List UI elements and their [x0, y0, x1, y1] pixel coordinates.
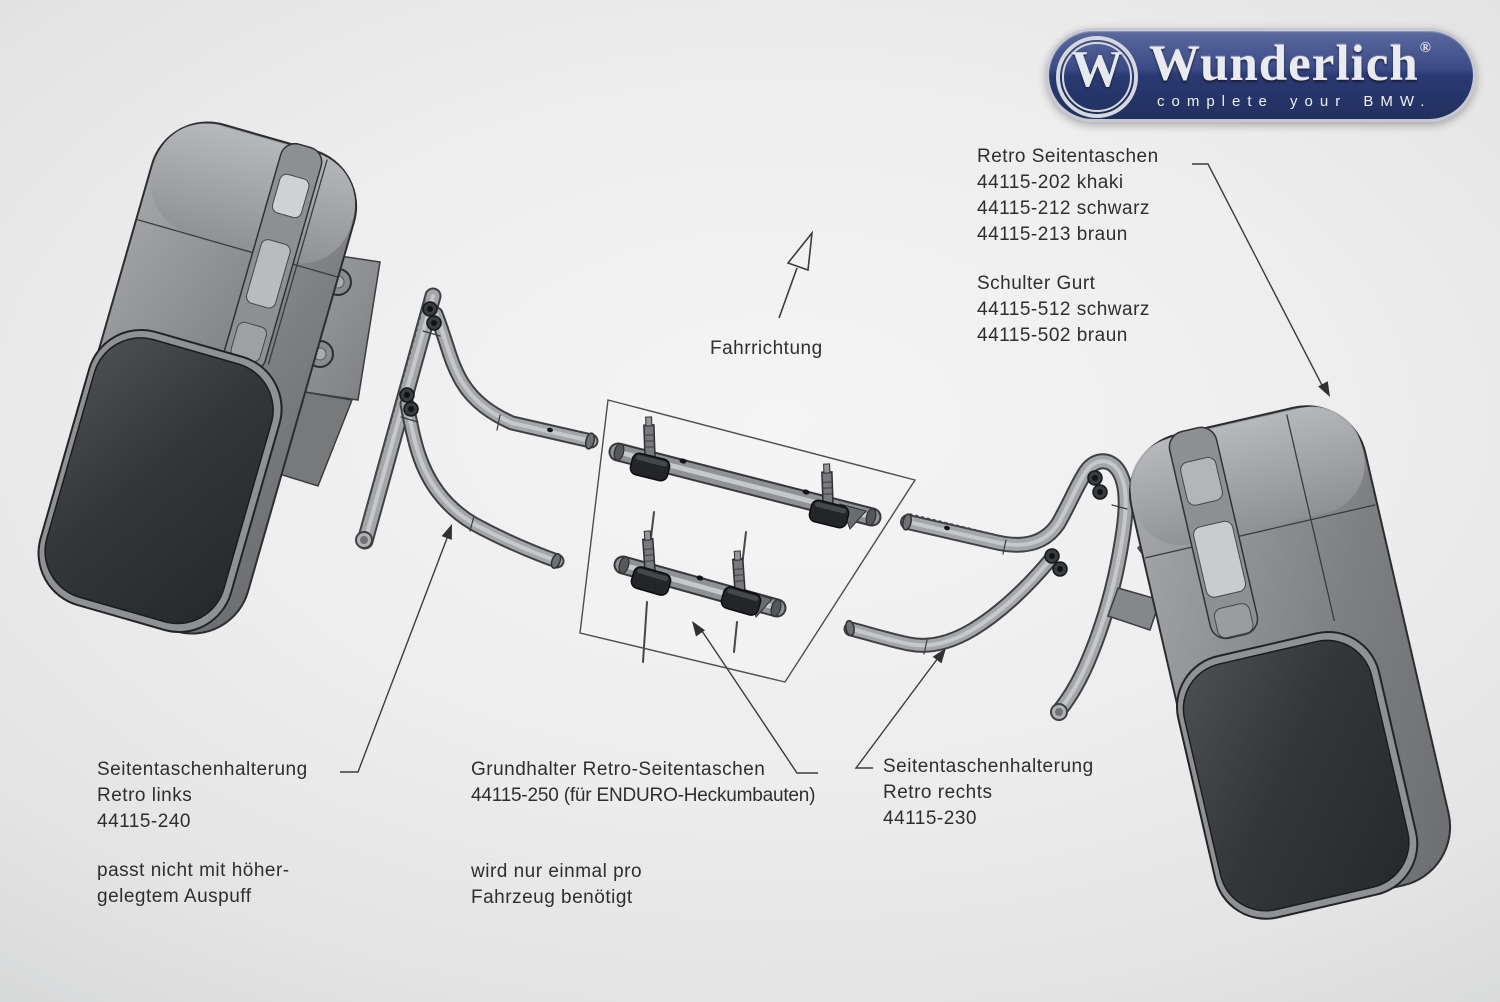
callout-holder-left: Seitentaschenhalterung Retro links 44115… [97, 757, 308, 910]
callout-retro-bags: Retro Seitentaschen 44115-202 khaki 4411… [977, 144, 1159, 349]
leader-arrowhead [1318, 381, 1330, 397]
leader-lines [340, 163, 1330, 774]
left-side-bag [37, 121, 381, 635]
base-holder-upper-rail [608, 416, 882, 531]
right-holder-lower-arm [843, 552, 1058, 653]
left-holder-bolts [399, 301, 442, 417]
leader-arrowhead [441, 524, 452, 540]
right-plate-tab [1107, 587, 1161, 631]
callout-line: Retro rechts [883, 782, 993, 803]
leader-base-holder [699, 627, 818, 774]
wunderlich-logo: W Wunderlich® complete your BMW. [1046, 28, 1476, 122]
leader-holder-right [854, 657, 939, 769]
tube-end-cap [550, 553, 562, 569]
wunderlich-monogram-icon: W [1056, 36, 1138, 118]
rail-hole [696, 575, 704, 581]
callout-line: Schulter Gurt [977, 273, 1096, 294]
left-bag-front-face [44, 337, 274, 625]
tube-end-cap [901, 513, 913, 531]
stud-pin [642, 601, 648, 663]
tube-end-cap [584, 432, 596, 450]
callout-line: Grundhalter Retro-Seitentaschen [471, 759, 766, 780]
callout-note-line: wird nur einmal pro [471, 861, 643, 882]
callout-line: 44115-230 [883, 808, 977, 829]
right-bag-front-face [1182, 639, 1410, 912]
callout-note-line: gelegtem Auspuff [97, 886, 252, 907]
rail-hole [802, 489, 810, 495]
direction-arrow-head [786, 230, 814, 272]
callout-line: 44115-250 (für ENDURO-Heckumbauten) [471, 785, 816, 806]
direction-arrow-shaft [778, 267, 798, 319]
brand-tagline: complete your BMW. [1157, 93, 1432, 110]
right-side-bag [1107, 405, 1452, 920]
registered-mark: ® [1419, 40, 1431, 56]
base-holder-grundhalter [579, 399, 917, 683]
callout-line: 44115-512 schwarz [977, 299, 1150, 320]
tube-hole [547, 427, 553, 433]
left-holder-retro-links [355, 287, 599, 569]
callout-line: Seitentaschenhalterung [883, 756, 1094, 777]
leader-holder-left [340, 532, 450, 773]
rail-hole [679, 458, 687, 464]
callout-note-line: Fahrzeug benötigt [471, 887, 633, 908]
callout-line: Retro links [97, 785, 193, 806]
callout-line: 44115-502 braun [977, 325, 1128, 346]
left-holder-main-tube [356, 287, 442, 550]
callout-line: 44115-240 [97, 811, 191, 832]
left-holder-lower-arm [399, 396, 565, 569]
callout-line: Seitentaschenhalterung [97, 759, 308, 780]
callout-holder-right: Seitentaschenhalterung Retro rechts 4411… [883, 754, 1094, 832]
callout-line: Retro Seitentaschen [977, 146, 1159, 167]
tube-end-cap [845, 619, 855, 637]
monogram-letter: W [1071, 41, 1123, 98]
left-holder-upper-arm [428, 306, 599, 449]
direction-label: Fahrrichtung [710, 338, 823, 359]
callout-base-holder: Grundhalter Retro-Seitentaschen 44115-25… [471, 757, 815, 911]
leader-arrowhead [932, 648, 946, 664]
callout-line: 44115-212 schwarz [977, 198, 1150, 219]
brand-name: Wunderlich [1149, 36, 1419, 92]
callout-line: 44115-213 braun [977, 224, 1128, 245]
right-holder-bolts [1044, 470, 1108, 577]
stud-pin [733, 621, 738, 653]
tube-hole [944, 525, 950, 531]
base-holder-lower-rail [613, 511, 787, 663]
callout-note-line: passt nicht mit höher- [97, 860, 290, 881]
leader-arrowhead [692, 621, 705, 637]
right-holder-main-tube [900, 453, 1134, 719]
leader-retro-bags [1192, 163, 1326, 392]
direction-arrow [778, 230, 814, 319]
right-holder-retro-rechts [843, 453, 1134, 721]
callout-line: 44115-202 khaki [977, 172, 1124, 193]
